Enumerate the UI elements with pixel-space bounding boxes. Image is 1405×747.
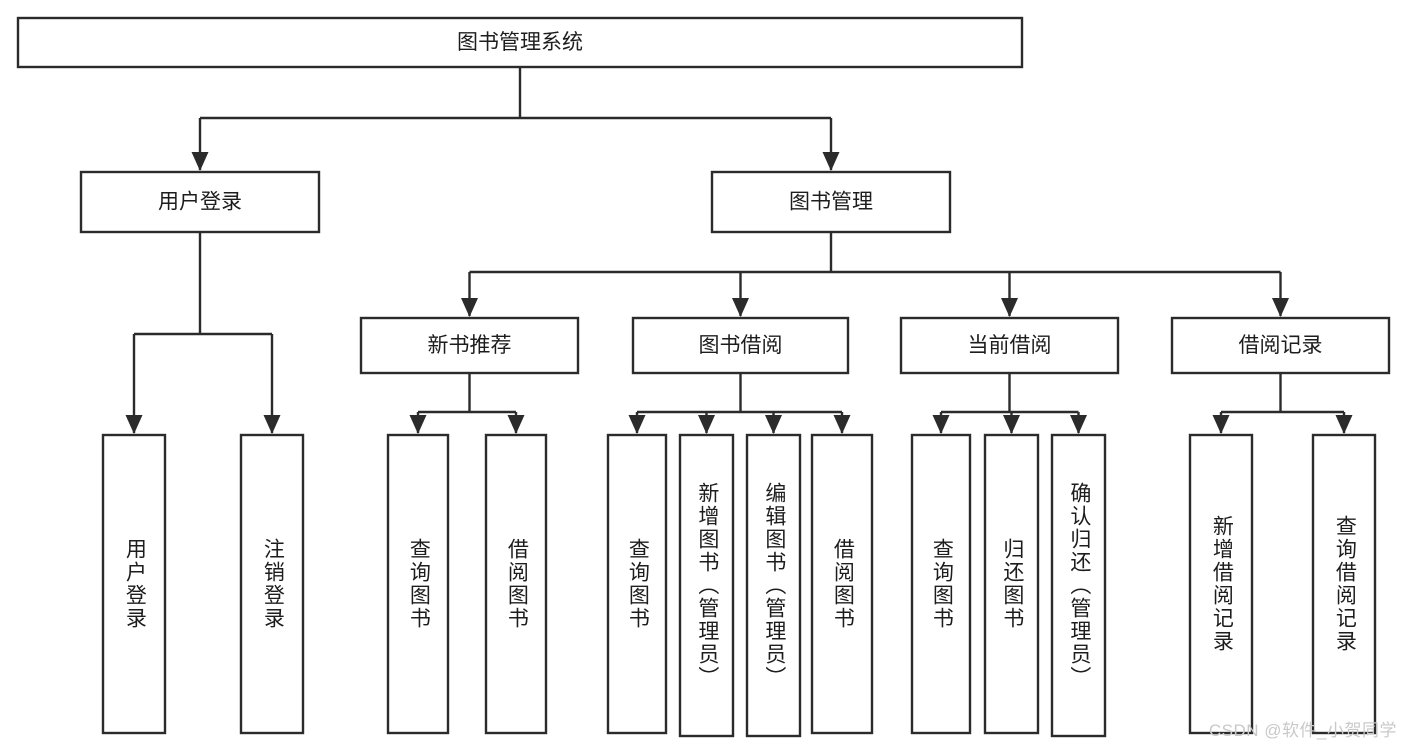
- arrow-to-leaf-8: [932, 415, 950, 434]
- arrow-to-leaf-0: [125, 415, 143, 434]
- node-leaf-11[interactable]: [1188, 433, 1254, 735]
- arrow-to-level2-1: [732, 298, 749, 317]
- node-level2-1-label: 图书借阅: [699, 334, 783, 357]
- connectors-layer: [125, 67, 1353, 434]
- node-root-label: 图书管理系统: [457, 31, 583, 54]
- node-level1-0[interactable]: [79, 170, 321, 234]
- node-level1-1[interactable]: [710, 170, 952, 234]
- arrow-to-leaf-3: [507, 415, 525, 434]
- node-leaf-0[interactable]: [101, 433, 167, 735]
- arrow-to-leaf-1: [263, 415, 281, 434]
- arrow-to-level1-1: [822, 152, 840, 171]
- boxes-layer: [16, 16, 1391, 738]
- node-leaf-7[interactable]: [810, 433, 874, 735]
- arrow-to-leaf-10: [1070, 415, 1087, 434]
- node-level2-2-label: 当前借阅: [968, 334, 1052, 357]
- node-leaf-4[interactable]: [606, 433, 668, 735]
- node-level2-0-label: 新书推荐: [428, 334, 512, 357]
- arrow-to-level2-0: [461, 298, 478, 317]
- node-root[interactable]: [16, 16, 1024, 69]
- node-leaf-8[interactable]: [910, 433, 972, 735]
- arrow-to-leaf-12: [1335, 415, 1353, 434]
- arrow-to-leaf-5: [698, 415, 715, 434]
- arrow-to-level2-2: [1001, 298, 1018, 317]
- node-level2-1[interactable]: [631, 316, 850, 375]
- arrow-to-level2-3: [1272, 298, 1289, 317]
- arrow-to-leaf-4: [628, 415, 646, 434]
- arrow-to-level1-0: [191, 152, 209, 171]
- arrow-to-leaf-6: [765, 415, 782, 434]
- node-leaf-12[interactable]: [1311, 433, 1377, 735]
- node-leaf-6[interactable]: [745, 433, 802, 738]
- node-level2-3-label: 借阅记录: [1239, 334, 1323, 357]
- node-leaf-3[interactable]: [484, 433, 548, 735]
- node-level2-0[interactable]: [359, 316, 580, 375]
- node-level2-3[interactable]: [1170, 316, 1391, 375]
- arrow-to-leaf-2: [409, 415, 427, 434]
- node-leaf-5[interactable]: [678, 433, 735, 738]
- node-leaf-1[interactable]: [239, 433, 305, 735]
- node-level2-2[interactable]: [899, 316, 1120, 375]
- arrow-to-leaf-7: [833, 415, 851, 434]
- node-level1-0-label: 用户登录: [158, 191, 242, 214]
- node-leaf-2[interactable]: [386, 433, 450, 735]
- node-leaf-10[interactable]: [1050, 433, 1107, 738]
- node-level1-1-label: 图书管理: [789, 191, 873, 214]
- arrow-to-leaf-11: [1212, 415, 1230, 434]
- node-leaf-9[interactable]: [983, 433, 1040, 735]
- arrow-to-leaf-9: [1003, 415, 1020, 434]
